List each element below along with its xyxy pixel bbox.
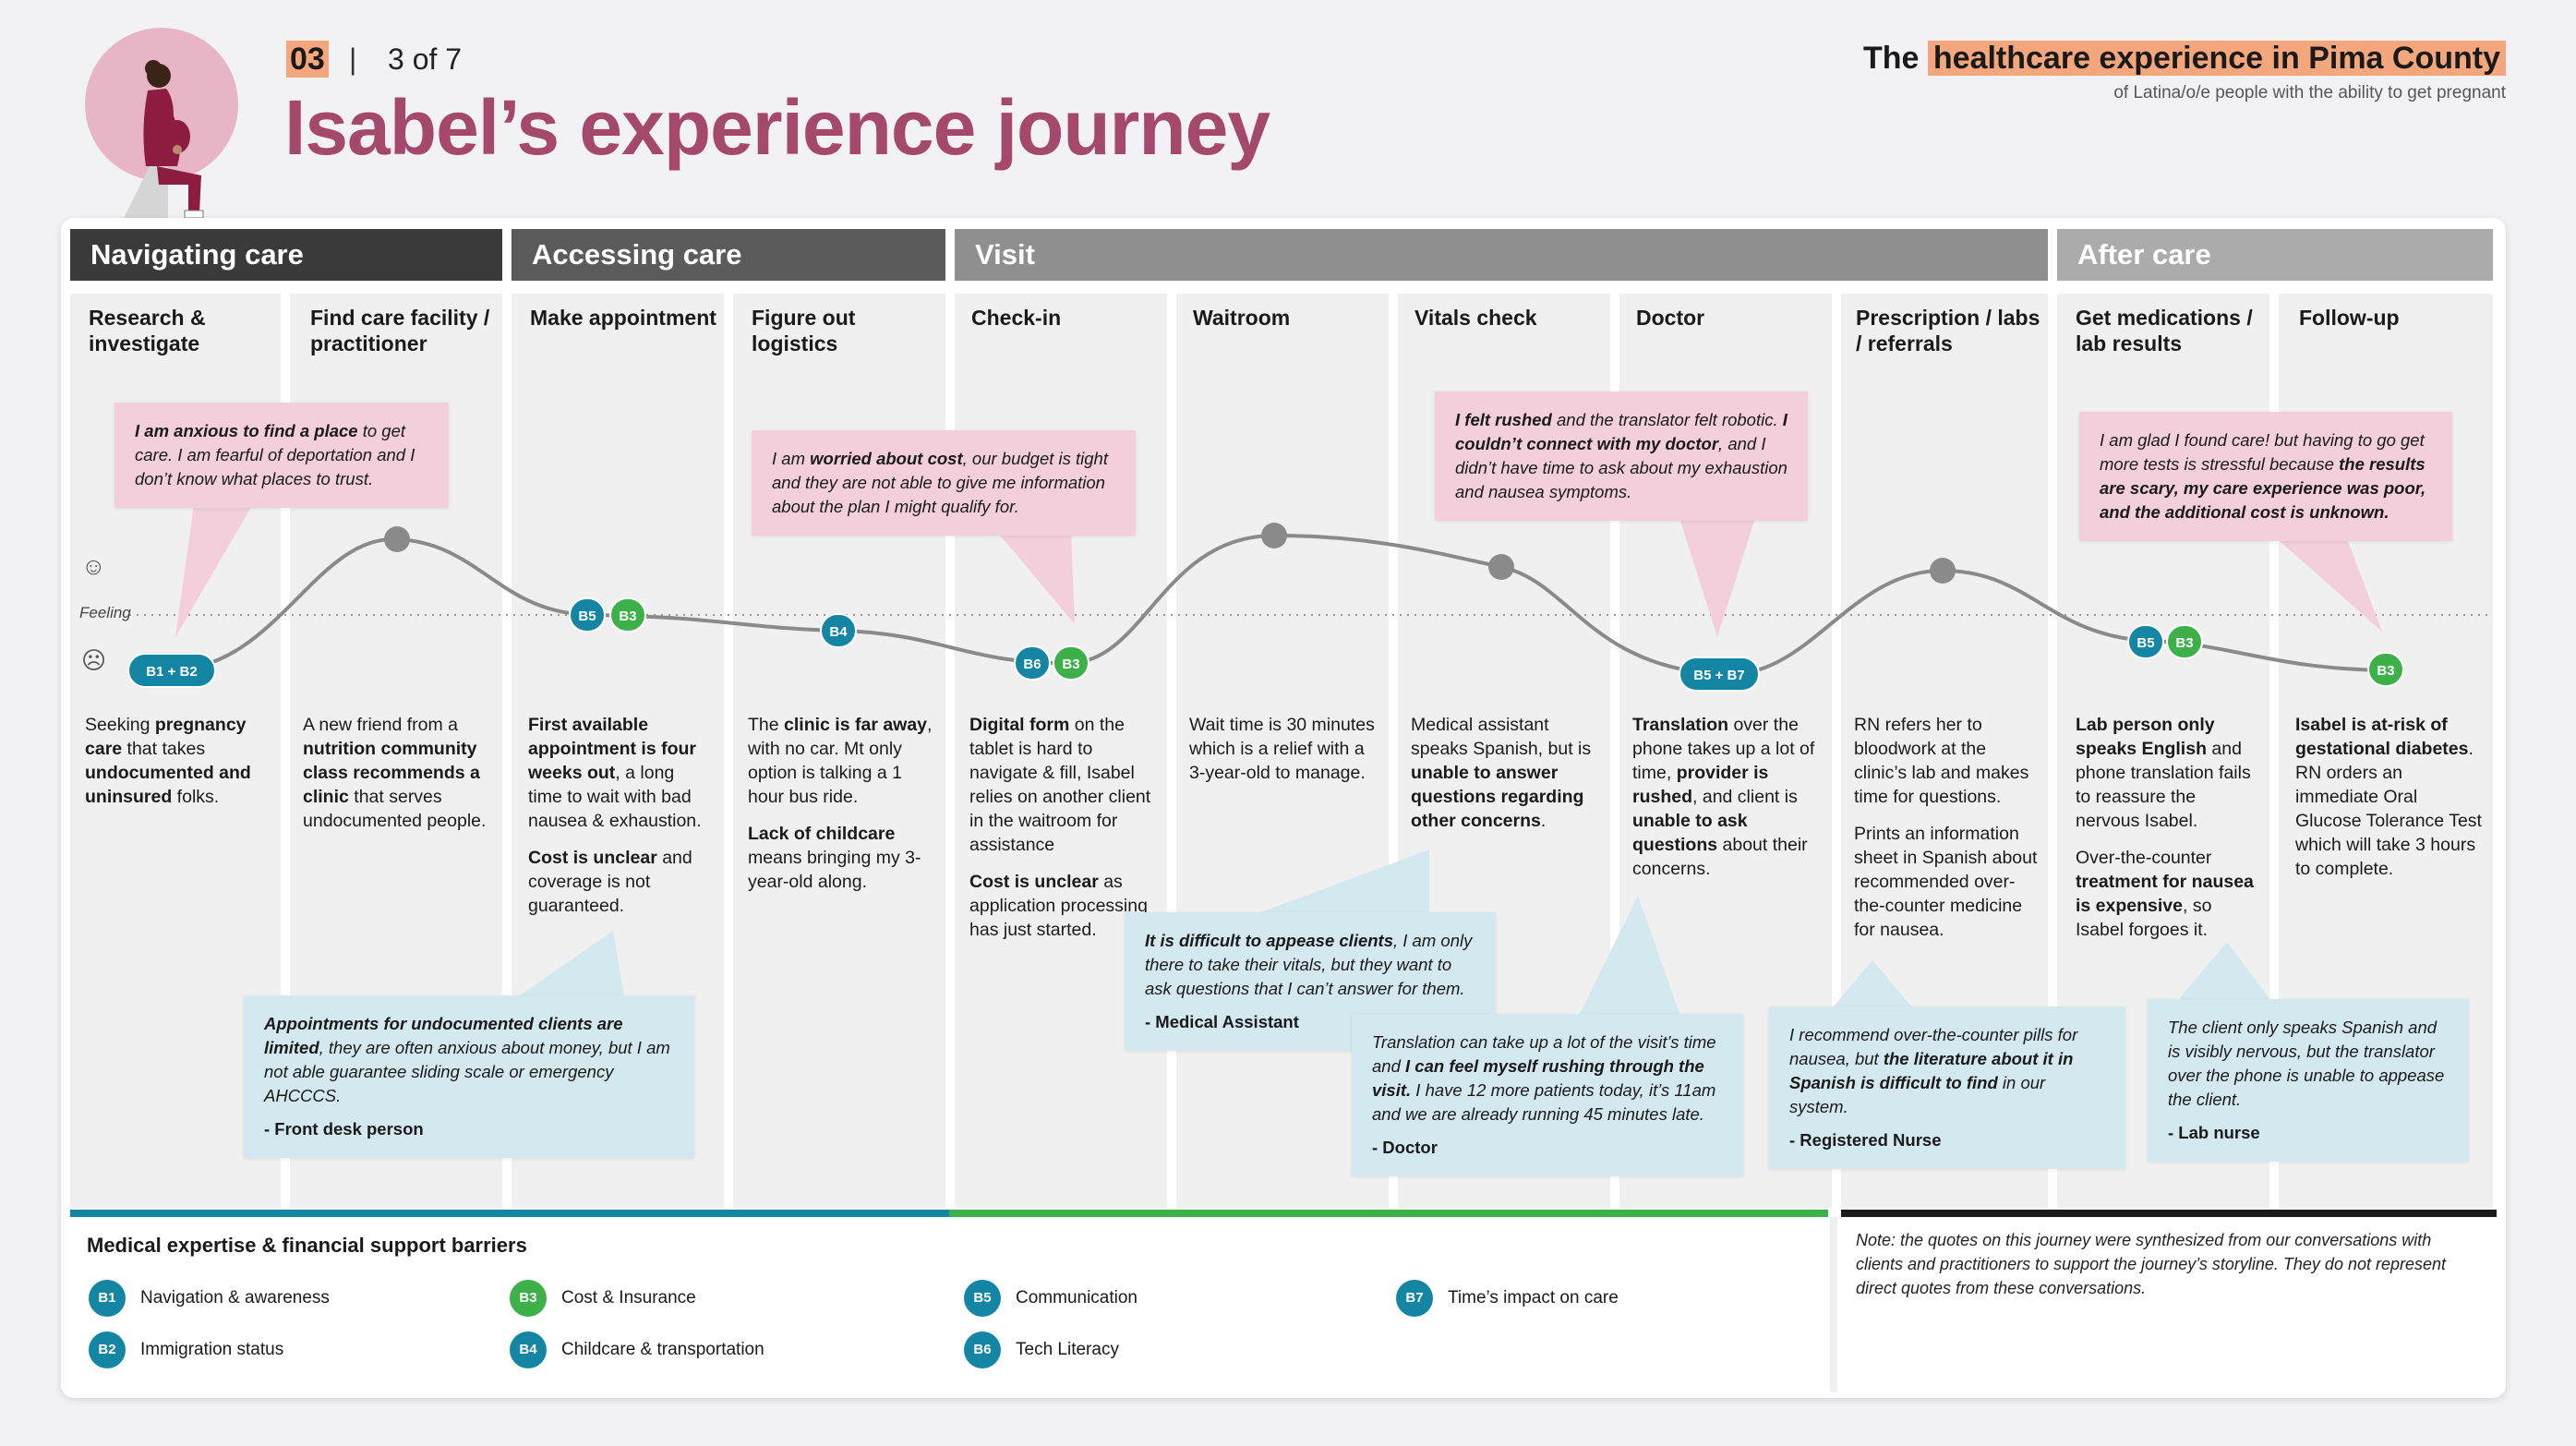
feeling-point [384,526,410,552]
legend-title: Medical expertise & financial support ba… [87,1234,527,1257]
step-description: Medical assistant speaks Spanish, but is… [1411,715,1592,831]
client-quote: I am anxious to find a place to get care… [114,403,449,508]
step-description: Wait time is 30 minutes which is a relie… [1189,715,1375,783]
step-description: RN refers her to bloodwork at the clinic… [1854,715,2038,940]
step-separator: | [349,42,357,76]
step-description: Digital form on the tablet is hard to na… [969,715,1151,940]
legend-badge: B1 [89,1280,126,1317]
feeling-point [1488,554,1514,580]
pregnant-woman-illustration [122,60,204,222]
column-title: Prescription / labs / referrals [1856,306,2040,355]
persona-avatar [85,28,242,222]
note-bar [1841,1210,2497,1217]
column-title: Research & investigate [89,306,206,355]
column-title: Vitals check [1414,306,1537,330]
legend-badge: B7 [1396,1280,1433,1317]
staff-quote: The client only speaks Spanish and is vi… [2148,999,2469,1162]
client-quote: I am worried about cost, our budget is t… [752,430,1136,536]
step-description: The clinic is far away, with no car. Mt … [748,715,933,892]
step-description: Seeking pregnancy care that takes undocu… [85,715,251,807]
legend-badge: B5 [964,1280,1001,1317]
barrier-badge: B4 [820,613,857,648]
legend-badge: B2 [89,1332,126,1368]
barrier-badge: B5 + B7 [1679,657,1760,692]
phase-navigating-care: Navigating care [70,229,502,281]
feeling-point [1930,558,1956,584]
step-number: 03 [286,41,329,78]
column-title: Doctor [1636,306,1705,330]
step-description: Lab person only speaks English and phone… [2076,715,2254,940]
column-title: Check-in [971,306,1062,330]
brand-highlight: healthcare experience in Pima County [1927,41,2506,76]
barrier-badge: B5 [569,597,606,633]
barrier-badge: B3 [2367,652,2404,687]
brand-subtitle: of Latina/o/e people with the ability to… [2113,83,2506,102]
column-title: Find care facility / practitioner [310,306,490,355]
staff-quote: Translation can take up a lot of the vis… [1352,1014,1743,1176]
column-title: Get medications / lab results [2076,306,2253,355]
phase-visit: Visit [955,229,2048,281]
step-counter: 3 of 7 [388,42,463,76]
step-description: First available appointment is four week… [528,715,702,916]
column-title: Figure out logistics [752,306,856,355]
barrier-badge: B3 [1053,645,1089,681]
staff-quote: I recommend over-the-counter pills for n… [1769,1006,2125,1169]
staff-quote: Appointments for undocumented clients ar… [244,995,694,1158]
client-quote: I am glad I found care! but having to go… [2079,412,2452,541]
legend-badge: B4 [510,1332,547,1368]
legend-divider [1830,1217,1837,1392]
column-title: Follow-up [2299,306,2400,330]
step-description: Translation over the phone takes up a lo… [1632,715,1815,879]
column-title: Make appointment [530,306,716,330]
feeling-point [1261,523,1287,548]
methodology-note: Note: the quotes on this journey were sy… [1856,1231,2447,1297]
phase-accessing-care: Accessing care [512,229,945,281]
happy-face-icon: ☺ [81,552,106,580]
brand-title: The healthcare experience in Pima County [1863,39,2506,78]
sad-face-icon: ☹ [81,646,107,674]
step-description: A new friend from a nutrition community … [303,715,487,831]
client-quote: I felt rushed and the translator felt ro… [1435,392,1808,521]
legend-badge: B6 [964,1332,1001,1368]
barrier-badge: B1 + B2 [127,653,216,688]
barrier-bar-teal [70,1210,949,1217]
legend-badge: B3 [510,1280,547,1317]
barrier-badge: B3 [609,597,646,633]
barrier-badge: B3 [2166,624,2203,659]
barrier-bar-green [949,1210,1828,1217]
page-title: Isabel’s experience journey [284,84,1270,171]
phase-after-care: After care [2057,229,2493,281]
brand-prefix: The [1862,41,1920,76]
barrier-badge: B5 [2127,624,2164,659]
column-title: Waitroom [1193,306,1291,330]
barrier-badge: B6 [1014,645,1051,681]
step-description: Isabel is at-risk of gestational diabete… [2295,715,2482,879]
feeling-label: Feeling [79,604,131,621]
